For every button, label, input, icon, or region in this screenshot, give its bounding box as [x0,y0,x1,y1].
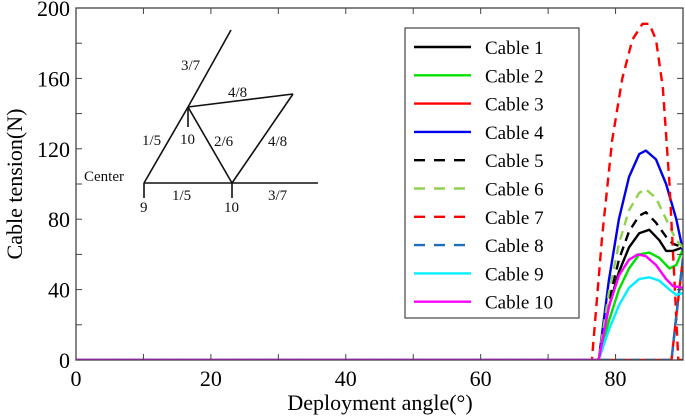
legend-item-cable-9: Cable 9 [414,264,544,285]
axis-tick-labels: 0 20 40 60 80 0 40 80 120 160 200 [37,0,627,391]
legend-label: Cable 9 [485,264,544,285]
x-tick-label: 0 [71,366,82,391]
legend-item-cable-6: Cable 6 [414,180,544,201]
legend-label: Cable 6 [485,180,544,201]
series-line-cable-6 [76,188,683,360]
y-tick-label: 200 [37,0,70,21]
y-tick-label: 0 [59,348,70,373]
legend-item-cable-8: Cable 8 [414,236,544,257]
series-line-cable-1 [76,228,683,360]
y-axis-title: Cable tension(N) [2,109,27,260]
series-line-cable-4 [76,149,683,360]
legend-label: Cable 7 [485,208,544,229]
legend-label: Cable 10 [485,293,553,314]
legend-item-cable-1: Cable 1 [414,38,544,59]
legend-item-cable-10: Cable 10 [414,293,553,314]
x-axis-title: Deployment angle(°) [287,390,472,415]
legend-label: Cable 1 [485,38,544,59]
series-line-cable-10 [76,253,683,360]
legend-item-cable-4: Cable 4 [414,123,544,144]
x-tick-label: 80 [605,366,627,391]
truss-inset-labels: Center 9 10 10 1/5 3/7 1/5 2/6 4/8 4/8 3… [84,58,288,216]
inset-label-base-right: 3/7 [268,188,288,204]
legend-label: Cable 2 [485,66,544,87]
legend-item-cable-2: Cable 2 [414,66,544,87]
series-line-cable-3 [76,257,683,360]
axis-ticks [76,8,683,360]
inset-label-top-edge: 4/8 [228,85,247,101]
legend: Cable 1 Cable 2 Cable 3 Cable 4 Cable 5 Cable… [404,27,580,319]
x-tick-label: 20 [200,366,222,391]
inset-label-node-upper: 10 [180,132,195,148]
truss-inset-diagram [143,29,318,198]
plot-frame [75,7,684,361]
inset-label-diag-left: 1/5 [142,133,161,149]
inset-label-upper-arm: 3/7 [181,58,201,74]
legend-item-cable-5: Cable 5 [414,151,544,172]
series-line-cable-5 [76,211,683,360]
series-line-cable-2 [76,248,683,360]
series-line-cable-8 [76,257,683,360]
y-tick-label: 40 [48,278,70,303]
x-tick-label: 40 [335,366,357,391]
y-tick-label: 120 [37,137,70,162]
inset-label-node-left: 9 [140,200,148,216]
inset-label-diag-right: 4/8 [268,134,287,150]
legend-item-cable-7: Cable 7 [414,208,544,229]
inset-label-center: Center [84,169,124,185]
series-line-cable-7 [76,22,683,360]
y-tick-label: 80 [48,207,70,232]
legend-label: Cable 8 [485,236,544,257]
legend-label: Cable 3 [485,95,544,116]
plot-series [76,22,683,360]
inset-label-node-mid: 10 [224,200,239,216]
x-tick-label: 60 [470,366,492,391]
series-line-cable-9 [76,276,683,360]
inset-label-base-left: 1/5 [172,188,191,204]
legend-label: Cable 5 [485,151,544,172]
y-tick-label: 160 [37,66,70,91]
inset-label-diag-mid: 2/6 [214,134,234,150]
legend-item-cable-3: Cable 3 [414,95,544,116]
legend-label: Cable 4 [485,123,544,144]
